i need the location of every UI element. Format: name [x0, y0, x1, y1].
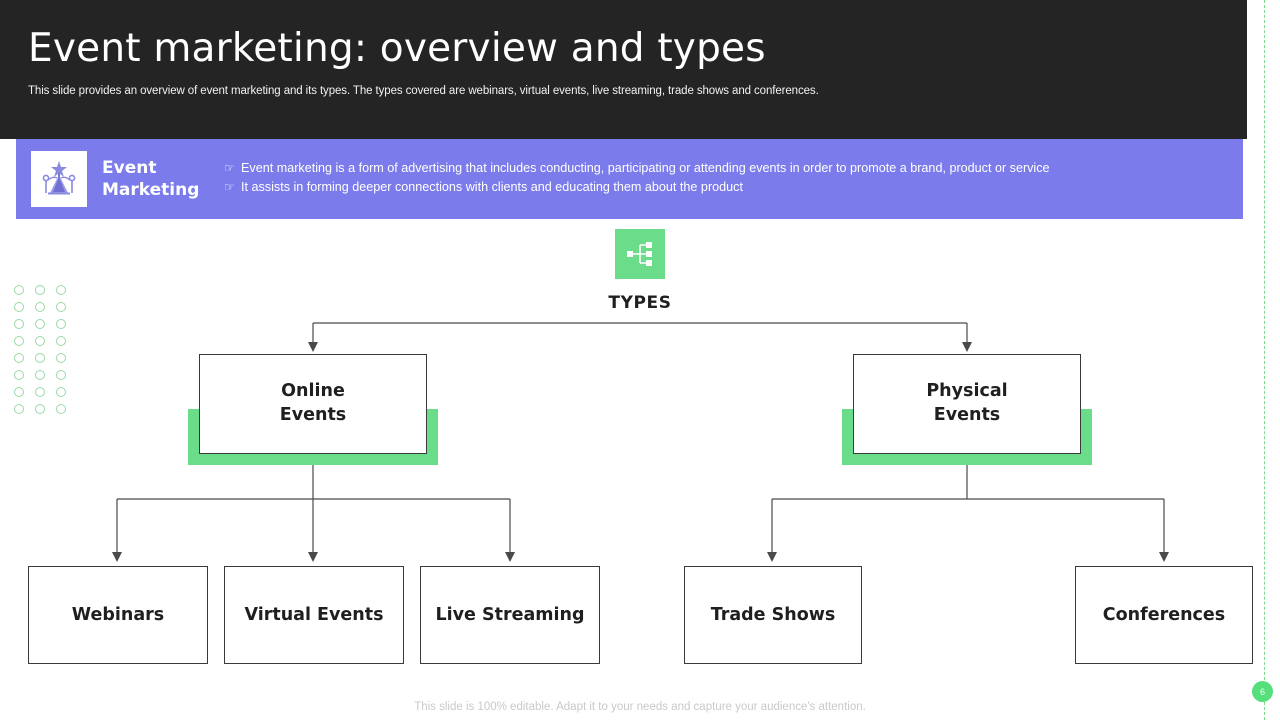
pointing-hand-icon: ☞ — [224, 180, 235, 194]
dot — [35, 353, 45, 363]
dot — [56, 285, 66, 295]
page-number-badge: 6 — [1252, 681, 1273, 702]
definition-bullets: ☞ Event marketing is a form of advertisi… — [224, 160, 1243, 197]
definition-bullet: ☞ It assists in forming deeper connectio… — [224, 179, 1243, 196]
types-label: TYPES — [608, 293, 672, 313]
slide-header — [0, 0, 1247, 139]
branch-label-line2: Events — [933, 405, 1001, 425]
footer-note: This slide is 100% editable. Adapt it to… — [414, 701, 866, 713]
branch-label-line2: Events — [279, 405, 347, 425]
page-title: Event marketing: overview and types — [28, 26, 766, 71]
dot — [14, 404, 24, 414]
dot — [56, 353, 66, 363]
branch-label: Online Events — [199, 354, 427, 454]
dot-grid-decoration — [14, 285, 77, 421]
leaf-node-virtual-events[interactable]: Virtual Events — [224, 566, 404, 664]
branch-label-line1: Physical — [926, 381, 1008, 402]
branch-label: Physical Events — [853, 354, 1081, 454]
dot — [14, 387, 24, 397]
leaf-node-conferences[interactable]: Conferences — [1075, 566, 1253, 664]
dot — [56, 387, 66, 397]
dot — [14, 353, 24, 363]
dot — [14, 319, 24, 329]
leaf-node-live-streaming[interactable]: Live Streaming — [420, 566, 600, 664]
hierarchy-icon — [615, 229, 665, 279]
branch-label-line1: Online — [281, 381, 345, 402]
dot — [35, 285, 45, 295]
dot — [56, 404, 66, 414]
dot — [14, 302, 24, 312]
dot — [35, 302, 45, 312]
definition-banner: Event Marketing ☞ Event marketing is a f… — [16, 139, 1243, 219]
dot — [56, 302, 66, 312]
event-stage-icon — [31, 151, 87, 207]
dot — [14, 370, 24, 380]
dot — [14, 285, 24, 295]
leaf-node-webinars[interactable]: Webinars — [28, 566, 208, 664]
leaf-node-trade-shows[interactable]: Trade Shows — [684, 566, 862, 664]
definition-title-line1: Event — [102, 157, 157, 178]
definition-bullet: ☞ Event marketing is a form of advertisi… — [224, 160, 1243, 177]
dot — [56, 319, 66, 329]
dot — [56, 370, 66, 380]
definition-bullet-text: It assists in forming deeper connections… — [241, 180, 743, 194]
page-subtitle: This slide provides an overview of event… — [28, 85, 819, 97]
guide-line — [1264, 0, 1265, 720]
dot — [35, 404, 45, 414]
dot — [35, 387, 45, 397]
dot — [14, 336, 24, 346]
definition-title-line2: Marketing — [102, 180, 200, 200]
dot — [35, 336, 45, 346]
definition-title: Event Marketing — [102, 157, 212, 202]
pointing-hand-icon: ☞ — [224, 161, 235, 176]
dot — [56, 336, 66, 346]
dot — [35, 370, 45, 380]
definition-bullet-text: Event marketing is a form of advertising… — [241, 161, 1050, 176]
dot — [35, 319, 45, 329]
